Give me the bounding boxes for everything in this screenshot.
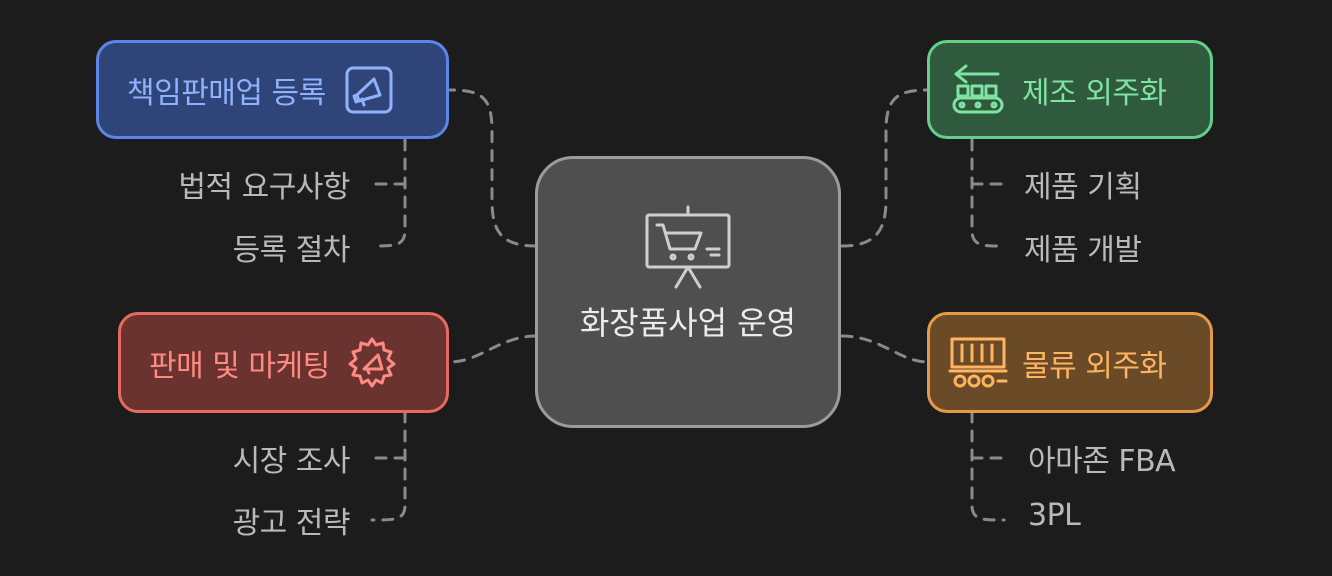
manufacturing-item-development: 제품 개발: [1024, 233, 1142, 268]
document-megaphone-icon: [344, 65, 394, 115]
manufacturing-item-planning: 제품 기획: [1024, 170, 1142, 205]
logistics-item-3pl: 3PL: [1028, 498, 1081, 533]
marketing-node[interactable]: 판매 및 마케팅: [118, 312, 449, 413]
center-label: 화장품사업 운영: [579, 304, 797, 342]
logistics-node[interactable]: 물류 외주화: [927, 312, 1213, 413]
logistics-item-fba: 아마존 FBA: [1028, 444, 1176, 479]
marketing-label: 판매 및 마케팅: [149, 348, 330, 384]
marketing-item-research: 시장 조사: [232, 444, 351, 479]
registration-node[interactable]: 책임판매업 등록: [96, 40, 449, 139]
registration-label: 책임판매업 등록: [127, 75, 326, 111]
conveyor-belt-icon: [950, 62, 1006, 118]
registration-item-legal: 법적 요구사항: [178, 170, 350, 205]
megaphone-burst-icon: [344, 335, 400, 391]
marketing-item-advertising: 광고 전략: [232, 506, 351, 541]
manufacturing-node[interactable]: 제조 외주화: [927, 40, 1213, 139]
delivery-truck-icon: [948, 335, 1008, 391]
center-node[interactable]: 화장품사업 운영: [535, 156, 841, 428]
logistics-label: 물류 외주화: [1022, 348, 1167, 384]
manufacturing-label: 제조 외주화: [1022, 75, 1167, 111]
shopping-cart-board-icon: [643, 203, 733, 295]
registration-item-procedure: 등록 절차: [232, 233, 351, 268]
